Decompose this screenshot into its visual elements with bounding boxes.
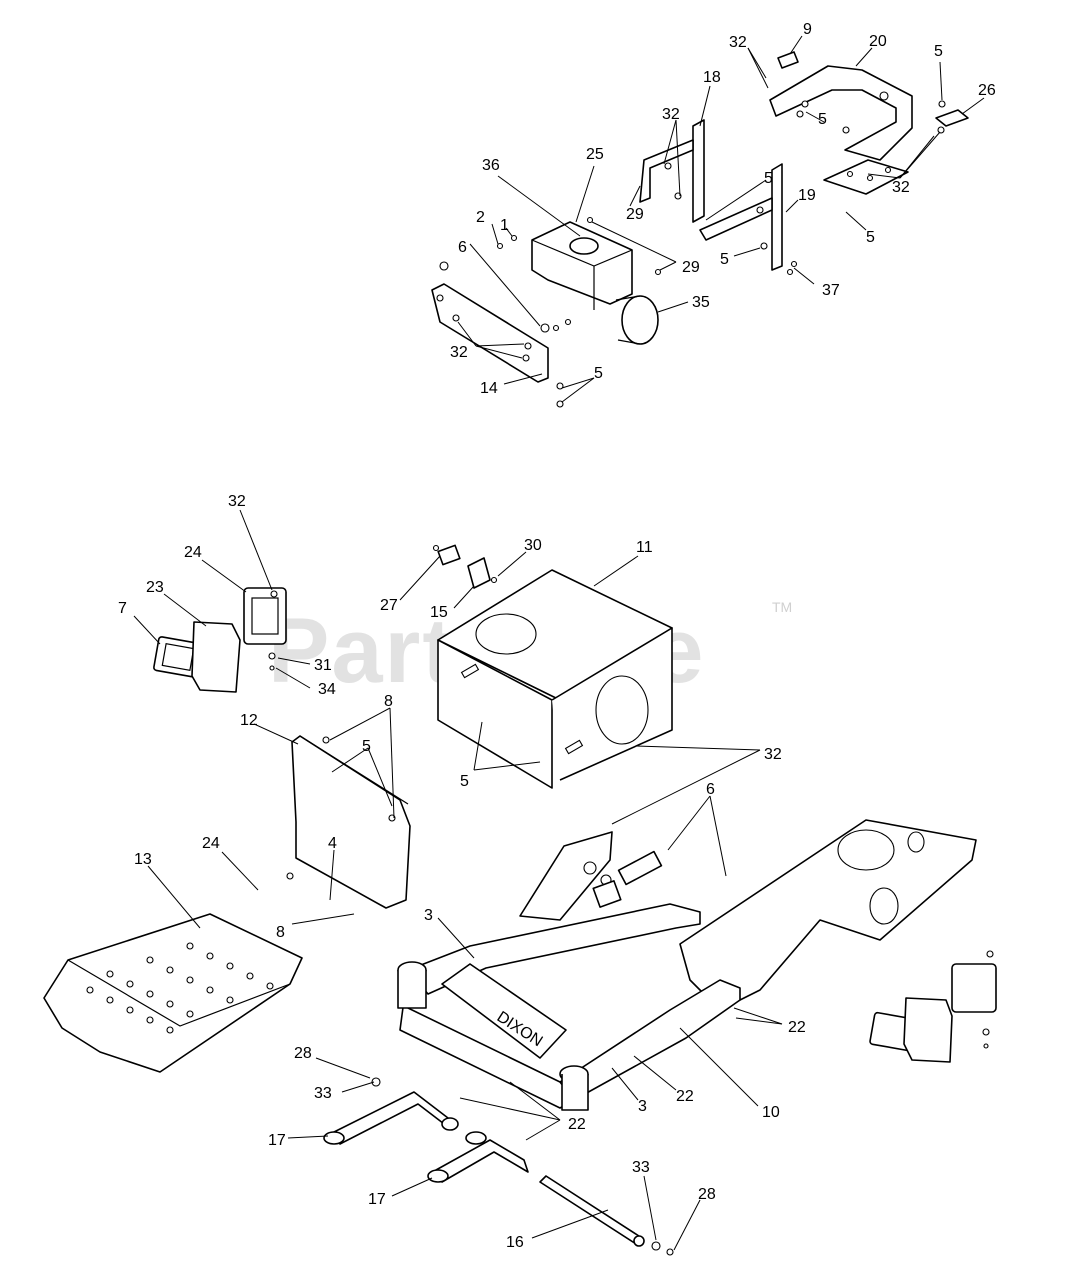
- callout: 32: [892, 179, 910, 196]
- callout-labels: 9 32 20 5 26 18 32 5 32 25 36 5 29 19 2 …: [118, 21, 996, 1251]
- part-7-light-bezel: [153, 636, 203, 678]
- callout: 5: [362, 738, 371, 755]
- callout: 22: [568, 1116, 586, 1133]
- callout: 6: [706, 781, 715, 798]
- part-16-axle: [539, 1175, 645, 1247]
- part-35-filter: [615, 295, 659, 345]
- callout: 26: [978, 82, 996, 99]
- callout: 4: [328, 835, 337, 852]
- callout: 24: [184, 544, 202, 561]
- callout: 17: [268, 1132, 286, 1149]
- callout: 6: [458, 239, 467, 256]
- callout: 22: [788, 1019, 806, 1036]
- callout: 5: [866, 229, 875, 246]
- callout: 17: [368, 1191, 386, 1208]
- callout: 28: [698, 1186, 716, 1203]
- part-base-plate: [823, 159, 909, 195]
- callout: 32: [764, 746, 782, 763]
- part-15-bracket: [467, 557, 491, 589]
- callout: 32: [228, 493, 246, 510]
- part-27-switch: [432, 544, 461, 566]
- right-light-assembly: [869, 950, 997, 1063]
- callout: 5: [594, 365, 603, 382]
- callout: 5: [818, 111, 827, 128]
- callout: 13: [134, 851, 152, 868]
- callout: 5: [720, 251, 729, 268]
- callout: 16: [506, 1234, 524, 1251]
- part-19-bracket: [699, 163, 798, 276]
- part-10-main-frame: [519, 819, 977, 1011]
- callout: 23: [146, 579, 164, 596]
- callout: 9: [803, 21, 812, 38]
- callout: 20: [869, 33, 887, 50]
- part-23-light: [191, 621, 241, 693]
- part-hitch: [592, 850, 663, 908]
- callout: 32: [729, 34, 747, 51]
- callout: 22: [676, 1088, 694, 1105]
- callout: 1: [500, 217, 509, 234]
- part-17-lower-arm: [427, 1131, 529, 1183]
- callout: 36: [482, 157, 500, 174]
- callout: 34: [318, 681, 336, 698]
- callout: 8: [276, 924, 285, 941]
- part-24-light-housing: [243, 587, 287, 671]
- callout: 33: [314, 1085, 332, 1102]
- callout: 5: [934, 43, 943, 60]
- callout: 2: [476, 209, 485, 226]
- callout: 12: [240, 712, 258, 729]
- callout: 29: [682, 259, 700, 276]
- callout: 28: [294, 1045, 312, 1062]
- callout: 15: [430, 604, 448, 621]
- callout: 3: [424, 907, 433, 924]
- callout: 35: [692, 294, 710, 311]
- callout: 8: [384, 693, 393, 710]
- callout: 5: [460, 773, 469, 790]
- callout: 32: [450, 344, 468, 361]
- callout: 27: [380, 597, 398, 614]
- leader-lines: [133, 35, 985, 1251]
- callout: 31: [314, 657, 332, 674]
- callout: 24: [202, 835, 220, 852]
- watermark-trademark: TM: [772, 599, 792, 615]
- callout: 32: [662, 106, 680, 123]
- part-17-upper-arm: [323, 1091, 459, 1145]
- callout: 14: [480, 380, 498, 397]
- callout: 37: [822, 282, 840, 299]
- part-26-plate: [935, 100, 969, 134]
- part-25-fuel-tank: [531, 221, 659, 345]
- callout: 19: [798, 187, 816, 204]
- part-11-seat-support: [437, 569, 673, 789]
- callout: 5: [764, 170, 773, 187]
- callout: 33: [632, 1159, 650, 1176]
- part-9-label: [777, 51, 799, 69]
- part-12-panel: [286, 735, 411, 909]
- footrest-holes: [86, 942, 274, 1034]
- callout: 29: [626, 206, 644, 223]
- callout: 11: [636, 539, 653, 556]
- part-3-front-frame: [397, 903, 741, 1111]
- part-18-bracket: [639, 119, 705, 223]
- part-13-footrest: [43, 913, 303, 1073]
- part-20-rear-bracket: [769, 65, 913, 161]
- callout: 3: [638, 1098, 647, 1115]
- callout: 7: [118, 600, 127, 617]
- callout: 18: [703, 69, 721, 86]
- part-30-bolt: [490, 576, 498, 584]
- callout: 30: [524, 537, 542, 554]
- callout: 25: [586, 146, 604, 163]
- callout: 10: [762, 1104, 780, 1121]
